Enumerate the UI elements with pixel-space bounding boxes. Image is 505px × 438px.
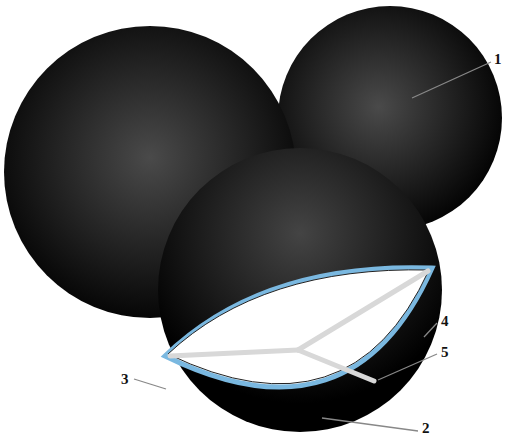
cut-face-edge — [168, 270, 429, 384]
callout-number: 2 — [422, 421, 430, 436]
callout-number: 4 — [441, 314, 449, 329]
sphere — [158, 148, 442, 432]
callout-number: 5 — [441, 345, 449, 360]
partition-lines — [170, 271, 428, 381]
callout-number: 1 — [494, 52, 502, 67]
callout-number: 3 — [121, 372, 129, 387]
leader-lines — [134, 62, 491, 431]
cut-face — [165, 268, 432, 387]
